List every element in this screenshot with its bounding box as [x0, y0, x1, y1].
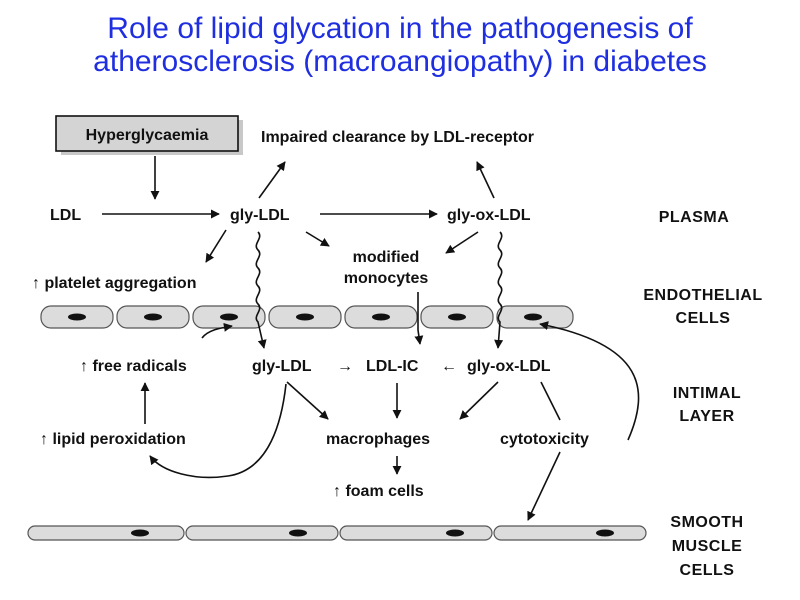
- modified-monocytes-label-2: monocytes: [344, 270, 429, 287]
- arrow-gly-ldl-to-monocytes: [305, 231, 330, 247]
- cell-nucleus: [144, 313, 162, 321]
- line-gly-ox-ldl-to-cytotoxicity: [540, 381, 561, 421]
- cell-nucleus: [596, 529, 614, 537]
- arrow-gly-ox-ldl-to-impaired-clearance: [476, 161, 495, 199]
- ldl-label: LDL: [50, 207, 81, 224]
- smooth-side-label-3: CELLS: [680, 562, 735, 579]
- left-arrow-glyph: ←: [441, 358, 457, 375]
- arrow-free-radicals-to-endothelium: [201, 322, 233, 339]
- cell-nucleus: [446, 529, 464, 537]
- title-line-1: Role of lipid glycation in the pathogene…: [107, 12, 693, 45]
- arrow-gly-ldl-to-impaired-clearance: [258, 161, 286, 199]
- cell-nucleus: [131, 529, 149, 537]
- arrow-cytotoxicity-to-smooth-muscle: [527, 451, 561, 521]
- hyperglycaemia-box: Hyperglycaemia: [55, 115, 243, 155]
- gly-ox-ldl-plasma-label: gly-ox-LDL: [447, 207, 531, 224]
- plasma-side-label: PLASMA: [659, 209, 730, 226]
- smooth-side-label-2: MUSCLE: [672, 538, 743, 555]
- arrow-gly-ldl-to-lipid-peroxidation: [149, 383, 287, 479]
- arrow-monocytes-to-ldl-ic: [414, 292, 424, 345]
- macrophages-label: macrophages: [326, 431, 430, 448]
- lipid-peroxidation-label: ↑ lipid peroxidation: [40, 431, 186, 448]
- cell-nucleus: [289, 529, 307, 537]
- smooth-side-label-1: SMOOTH: [670, 514, 743, 531]
- arrow-gly-ldl-to-platelet-aggregation: [205, 229, 227, 263]
- smooth-muscle-cell: [185, 525, 339, 541]
- gly-ldl-intimal-label: gly-LDL: [252, 358, 312, 375]
- arrow-gly-ox-ldl-to-macrophages: [459, 381, 499, 420]
- endothelial-side-label-2: CELLS: [676, 310, 731, 327]
- slide-title: Role of lipid glycation in the pathogene…: [0, 12, 800, 78]
- foam-cells-label: ↑ foam cells: [333, 483, 424, 500]
- cell-nucleus: [68, 313, 86, 321]
- free-radicals-label: ↑ free radicals: [80, 358, 187, 375]
- endothelial-side-label-1: ENDOTHELIAL: [643, 287, 762, 304]
- wavy-arrow-gly-ox-ldl-transport: [494, 231, 504, 349]
- smooth-muscle-cell: [27, 525, 185, 541]
- arrow-gly-ldl-to-macrophages: [286, 381, 329, 420]
- cell-nucleus: [372, 313, 390, 321]
- platelet-aggregation-label: ↑ platelet aggregation: [32, 275, 196, 292]
- endothelial-cell-layer: [40, 305, 574, 329]
- cell-nucleus: [524, 313, 542, 321]
- arrow-gly-ox-ldl-to-monocytes: [445, 231, 479, 254]
- modified-monocytes-label-1: modified: [353, 249, 420, 266]
- smooth-muscle-cell: [493, 525, 647, 541]
- gly-ox-ldl-intimal-label: gly-ox-LDL: [467, 358, 551, 375]
- smooth-muscle-cell: [339, 525, 493, 541]
- intimal-side-label-1: INTIMAL: [673, 385, 741, 402]
- right-arrow-glyph: →: [337, 358, 353, 375]
- cell-nucleus: [296, 313, 314, 321]
- wavy-arrow-gly-ldl-transport: [255, 231, 267, 349]
- intimal-side-label-2: LAYER: [679, 408, 734, 425]
- smooth-muscle-cell-layer: [27, 525, 647, 541]
- cell-nucleus: [220, 313, 238, 321]
- ldl-ic-label: LDL-IC: [366, 358, 419, 375]
- cell-nucleus: [448, 313, 466, 321]
- cytotoxicity-label: cytotoxicity: [500, 431, 589, 448]
- arrow-cytotoxicity-to-endothelium: [539, 321, 640, 441]
- hyperglycaemia-label: Hyperglycaemia: [86, 127, 209, 144]
- arrows: [102, 156, 640, 521]
- title-line-2: atherosclerosis (macroangiopathy) in dia…: [93, 45, 707, 78]
- gly-ldl-plasma-label: gly-LDL: [230, 207, 290, 224]
- impaired-clearance-label: Impaired clearance by LDL-receptor: [261, 129, 534, 146]
